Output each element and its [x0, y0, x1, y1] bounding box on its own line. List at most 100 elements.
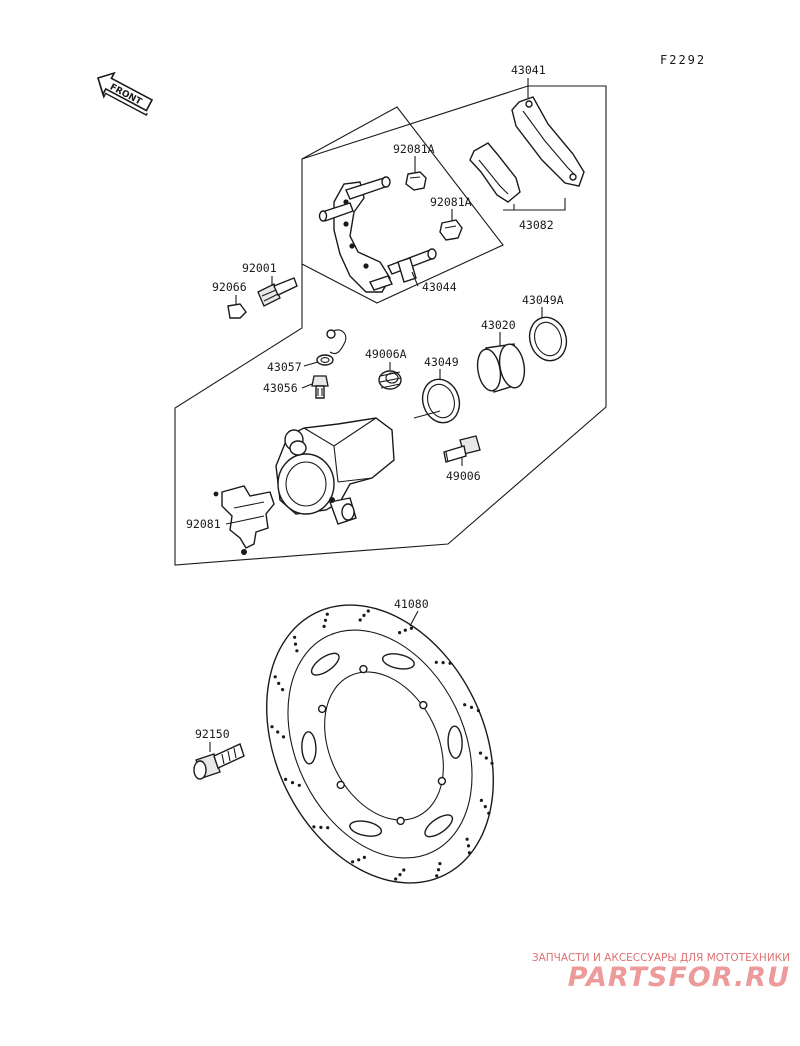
disc-drilled-hole: [441, 661, 445, 665]
anti-rattle-spring-92081: [213, 485, 275, 555]
disc-drilled-hole: [322, 624, 326, 629]
disc-drilled-hole: [463, 703, 467, 707]
disc-drilled-hole: [284, 777, 288, 782]
leader-41080: [409, 610, 419, 627]
disc-drilled-hole: [290, 781, 295, 785]
disc-drilled-hole: [297, 783, 301, 787]
piston-seal-43049: [421, 378, 461, 424]
label-92081a-upper: 92081A: [393, 142, 435, 156]
leader-43057: [303, 361, 319, 367]
label-41080: 41080: [394, 597, 429, 611]
cap-92066: [227, 303, 247, 319]
disc-drilled-hole: [403, 628, 407, 632]
disc-drilled-hole: [293, 635, 297, 639]
disc-drilled-hole: [490, 761, 494, 765]
disc-slot: [424, 814, 454, 838]
bleeder-valve-43056: [311, 375, 329, 399]
disc-drilled-hole: [469, 705, 474, 710]
caliper-assembly-outline: [174, 85, 607, 566]
disc-mount-hole: [419, 700, 428, 710]
disc-mount-hole: [396, 816, 405, 826]
figure-code: F2292: [660, 53, 706, 67]
disc-mount-hole: [437, 776, 447, 786]
disc-drilled-hole: [281, 688, 285, 692]
disc-drilled-hole: [435, 874, 439, 878]
label-43057: 43057: [267, 360, 302, 374]
disc-drilled-hole: [484, 756, 488, 760]
label-92001: 92001: [242, 261, 277, 275]
disc-drilled-hole: [394, 877, 398, 881]
disc-slot: [301, 731, 317, 765]
caliper-body: [275, 417, 395, 525]
bleeder-cap-43057: [316, 329, 347, 366]
piston-43020: [476, 343, 526, 393]
brake-pad-43082: [469, 96, 585, 203]
disc-drilled-hole: [448, 661, 452, 665]
disc-drilled-hole: [409, 626, 413, 630]
disc-mount-hole: [336, 780, 345, 790]
label-43049a: 43049A: [522, 293, 564, 307]
label-43020: 43020: [481, 318, 516, 332]
disc-drilled-hole: [270, 725, 274, 729]
disc-drilled-hole: [436, 868, 441, 872]
disc-drilled-hole: [277, 681, 281, 686]
anti-rattle-spring-92081a-lower: [439, 219, 463, 241]
disc-drilled-holes: [270, 609, 494, 881]
disc-drilled-hole: [487, 811, 491, 815]
boot-49006a: [378, 370, 402, 390]
disc-drilled-hole: [276, 730, 280, 734]
disc-drilled-hole: [362, 855, 366, 860]
disc-drilled-hole: [479, 798, 483, 803]
disc-slot: [447, 725, 463, 759]
anti-rattle-spring-92081a-upper: [405, 171, 427, 191]
disc-drilled-hole: [273, 675, 277, 679]
disc-drilled-hole: [325, 612, 329, 616]
disc-drilled-hole: [362, 613, 366, 618]
disc-drilled-hole: [478, 751, 483, 755]
disc-drilled-hole: [438, 862, 442, 866]
disc-drilled-hole: [295, 649, 299, 653]
label-49006a: 49006A: [365, 347, 407, 361]
brake-disc-41080: [266, 604, 494, 884]
label-43082: 43082: [519, 218, 554, 232]
bolt-92150: [193, 743, 245, 780]
label-92150: 92150: [195, 727, 230, 741]
disc-slots: [301, 652, 463, 838]
disc-slot: [349, 820, 383, 837]
label-49006: 49006: [446, 469, 481, 483]
disc-drilled-hole: [398, 873, 402, 877]
label-92066: 92066: [212, 280, 247, 294]
disc-drilled-hole: [402, 868, 406, 872]
disc-drilled-hole: [366, 609, 370, 613]
disc-drilled-hole: [434, 660, 438, 664]
disc-drilled-hole: [293, 642, 298, 646]
assembly-axis-line: [413, 410, 441, 419]
disc-drilled-hole: [326, 826, 330, 830]
leader-92081: [225, 521, 237, 525]
bracket-subassembly-outline: [301, 106, 504, 304]
disc-drilled-hole: [398, 631, 402, 635]
disc-slot: [381, 653, 415, 670]
disc-drilled-hole: [465, 837, 469, 841]
watermark-tagline: ЗАПЧАСТИ И АКСЕССУАРЫ ДЛЯ МОТОТЕХНИКИ: [531, 952, 790, 964]
leader-43056: [301, 383, 313, 389]
leader-43044: [411, 271, 419, 287]
leader-43082: [503, 198, 566, 211]
front-arrow-icon: FRONT: [97, 71, 154, 116]
label-92081a-lower: 92081A: [430, 195, 472, 209]
bolt-92001: [257, 277, 298, 307]
disc-drilled-hole: [319, 825, 323, 830]
disc-drilled-hole: [312, 825, 316, 829]
disc-drilled-hole: [281, 735, 286, 739]
disc-drilled-hole: [476, 709, 480, 713]
disc-drilled-hole: [323, 618, 328, 622]
watermark-logo: PARTSFOR.RU: [567, 962, 790, 993]
disc-mount-hole: [359, 664, 368, 674]
dust-seal-43049a: [528, 316, 568, 362]
disc-drilled-hole: [467, 851, 471, 855]
label-43041: 43041: [511, 63, 546, 77]
disc-mount-hole: [317, 704, 327, 714]
disc-drilled-hole: [358, 618, 362, 622]
disc-slot: [310, 652, 340, 676]
